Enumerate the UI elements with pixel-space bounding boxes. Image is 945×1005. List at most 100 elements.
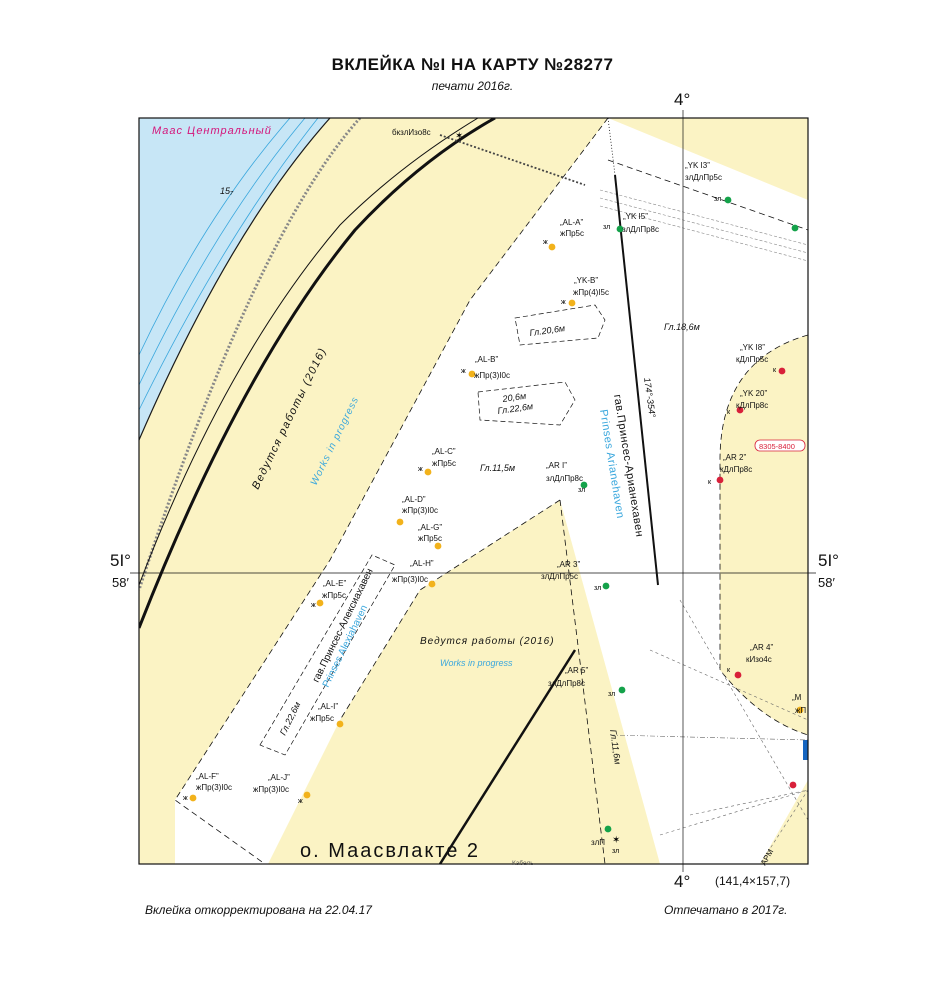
buoy-al-f[interactable]	[189, 794, 197, 802]
cable-text: Кабель	[512, 859, 534, 867]
boundary-line	[607, 118, 616, 176]
buoy-yk-b[interactable]	[568, 299, 576, 307]
tag-zl: зл	[603, 224, 610, 231]
buoy-char: злП	[591, 838, 605, 847]
buoy-al-h[interactable]	[428, 580, 436, 588]
tag-zh: ж	[461, 368, 466, 375]
buoy-zlp[interactable]	[604, 825, 612, 833]
light-star-icon: ✶	[612, 835, 620, 846]
buoy-yk-15[interactable]	[616, 225, 624, 233]
tag-zl: зл	[714, 196, 721, 203]
depth-18-6: Гл.18,6м	[664, 322, 700, 332]
leading-line	[659, 789, 808, 836]
tag-zh: ж	[298, 798, 303, 805]
leading-line-arianehaven	[614, 174, 659, 586]
buoy-al-i[interactable]	[336, 720, 344, 728]
buoy-char: жПр5с	[418, 534, 442, 543]
buoy-label: „YK I3”	[685, 161, 710, 170]
buoy-char: жПр(3)I0с	[474, 371, 510, 380]
buoy-char: злДлПр5с	[541, 572, 578, 581]
basin-limit	[339, 499, 561, 721]
depth-11-5: Гл.11,5м	[480, 463, 515, 473]
harbour-basin	[175, 118, 808, 864]
basin-limit	[174, 118, 609, 864]
river-label: Маас Центральный	[152, 125, 272, 137]
racon-text: 8305-8400	[759, 442, 795, 451]
buoy-char: кДлПр5с	[736, 355, 768, 364]
buoy-label: „YK 20”	[740, 389, 767, 398]
tag-zl: зл	[594, 585, 601, 592]
buoy-char: жПр(3)I0с	[196, 783, 232, 792]
works-ru-2: Ведутся работы (2016)	[420, 635, 555, 647]
depth-11-6: Гл.11,6м	[608, 729, 623, 765]
cable-line	[599, 205, 808, 262]
maas-river	[139, 118, 330, 440]
tag-zl: зл	[612, 848, 619, 855]
buoy-char: жПр5с	[432, 459, 456, 468]
longitude-label-top: 4°	[674, 90, 691, 109]
depth-22-6: Гл.22,6м	[497, 401, 534, 416]
footer-printed: Отпечатано в 2017г.	[664, 903, 788, 917]
buoy-char: жП	[795, 706, 806, 715]
buoy-al-e[interactable]	[316, 599, 324, 607]
buoy-char: жПр5с	[322, 591, 346, 600]
depth-area	[477, 381, 576, 426]
buoy-m[interactable]	[796, 706, 804, 714]
chart-subtitle: печати 2016г.	[431, 79, 514, 93]
leading-line	[679, 599, 808, 821]
buoy-label: „AR 5”	[565, 666, 588, 675]
land-peninsula	[720, 335, 808, 735]
buoy-yk-18[interactable]	[778, 367, 786, 375]
river-depth: 15₇	[220, 186, 234, 196]
depth-20-6: Гл.20,6м	[529, 323, 566, 338]
basin-limit	[719, 334, 808, 736]
works-en-2: Works in progress	[440, 658, 513, 668]
buoy-edge-red[interactable]	[789, 781, 797, 789]
buoy-ar-2[interactable]	[716, 476, 724, 484]
buoy-ar-1[interactable]	[580, 481, 588, 489]
buoy-label: „AL-E”	[323, 579, 346, 588]
basin-limit	[607, 159, 808, 231]
buoy-label: „YK I8”	[740, 343, 765, 352]
buoy-label: „AR 4”	[750, 643, 773, 652]
buoy-char: кИзо4с	[746, 655, 772, 664]
breakwater-line	[438, 649, 577, 864]
buoy-al-g[interactable]	[434, 542, 442, 550]
buoy-label: „AL-B”	[475, 355, 498, 364]
leading-line	[649, 649, 808, 721]
chart-body	[139, 118, 808, 864]
buoy-char: кДлПр8с	[720, 465, 752, 474]
buoy-ar-3[interactable]	[602, 582, 610, 590]
buoy-char: кДлПр8с	[736, 401, 768, 410]
breakwater-blocks	[139, 118, 362, 591]
latitude-label-left-deg: 5I°	[110, 551, 131, 570]
tag-zh: ж	[561, 299, 566, 306]
buoy-label: „AL-J”	[268, 773, 290, 782]
river-bank	[139, 118, 331, 441]
buoy-al-d[interactable]	[396, 518, 404, 526]
buoy-char: жПр(3)I0с	[402, 506, 438, 515]
buoy-yk-20[interactable]	[736, 406, 744, 414]
buoy-label: „M	[792, 693, 802, 702]
buoy-label: „YK I5”	[623, 212, 648, 221]
buoy-al-c[interactable]	[424, 468, 432, 476]
leading-line	[609, 734, 808, 741]
buoy-edge-green[interactable]	[791, 224, 799, 232]
buoy-label: „AR 3”	[557, 560, 580, 569]
river-channel-line	[139, 118, 306, 386]
buoy-ar-4[interactable]	[734, 671, 742, 679]
buoy-label: „AR 2”	[723, 453, 746, 462]
dike-line	[139, 118, 496, 629]
buoy-yk-13[interactable]	[724, 196, 732, 204]
buoy-al-b[interactable]	[468, 370, 476, 378]
basin-limit	[559, 499, 606, 864]
buoy-label: „AL-A”	[560, 218, 583, 227]
buoy-al-j[interactable]	[303, 791, 311, 799]
island-label: о. Маасвлакте 2	[300, 840, 480, 862]
buoy-al-a[interactable]	[548, 243, 556, 251]
buoy-ar-5[interactable]	[618, 686, 626, 694]
buoy-char: злДлПр8с	[548, 679, 585, 688]
dike-line-inner	[139, 118, 479, 586]
buoy-label: „AR I”	[546, 461, 567, 470]
